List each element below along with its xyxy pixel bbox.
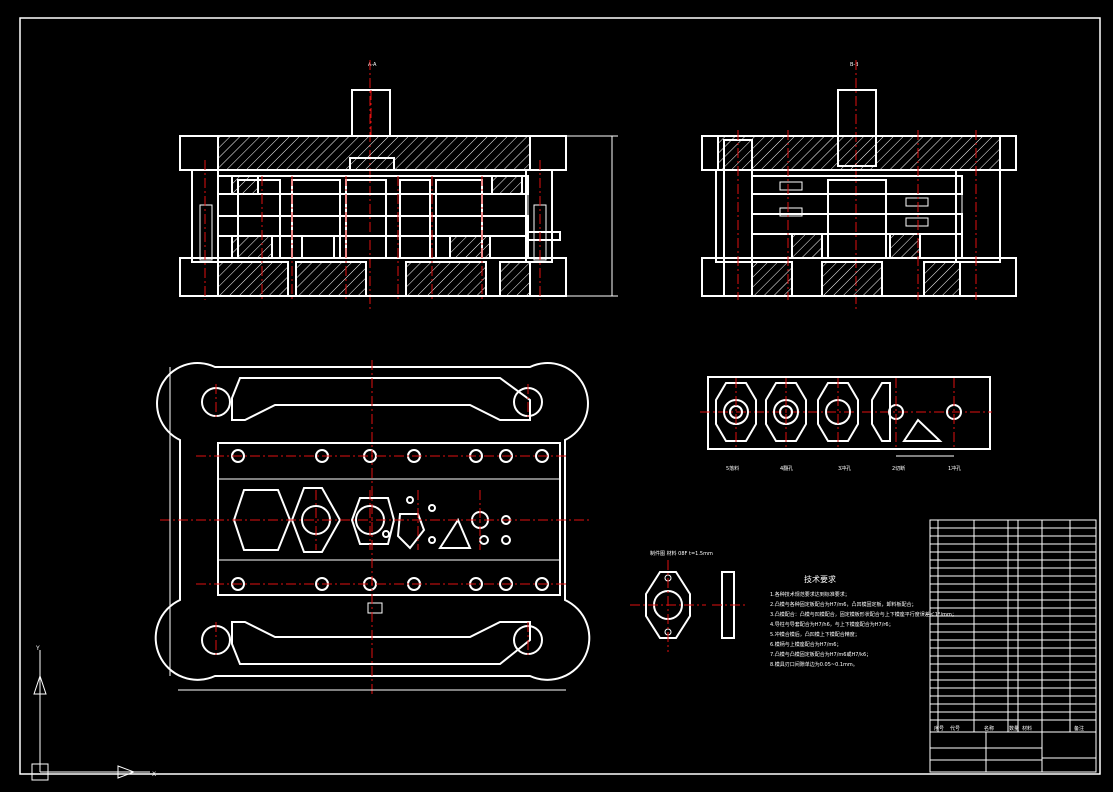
station-label: 1冲孔	[948, 465, 961, 472]
bom-col-header: 备注	[1074, 725, 1084, 732]
tech-title: 技术要求	[804, 574, 836, 584]
tech-line: 7.凸模与凸模固定板配合为H7/m6或H7/k6；	[770, 651, 871, 658]
front-section-view: A-A	[179, 60, 618, 310]
tech-line: 6.模柄与上模座配合为H7/m6；	[770, 641, 841, 648]
station-label: 4翻孔	[780, 465, 793, 472]
bom-col-header: 代号	[950, 725, 960, 732]
side-section-view: B-B	[701, 60, 1017, 310]
bom-col-header: 序号	[934, 725, 944, 732]
front-view-label: A-A	[368, 62, 377, 68]
strip-layout-view: 5落料 4翻孔 3冲孔 2切断 1冲孔	[700, 376, 992, 472]
bom-col-header: 材料	[1022, 725, 1032, 732]
part-caption: 制件图 材料 08F t=1.5mm	[650, 550, 713, 557]
tech-line: 3.凸模配合：凸模与凹模配合，固定模板形状配合与上下模座平行度误差＜1°/mm；	[770, 611, 957, 618]
ucs-y-label: Y	[35, 645, 40, 652]
tech-requirements: 技术要求 1.各种技术规范要求达到标准要求； 2.凸模与各种固定板配合为H7/m…	[770, 574, 957, 668]
part-drawing: 制件图 材料 08F t=1.5mm	[630, 550, 746, 652]
station-label: 2切断	[892, 465, 905, 472]
drawing-frame	[19, 17, 1101, 775]
tech-line: 2.凸模与各种固定板配合为H7/m6，凸凹模固定板，卸料板配合；	[770, 601, 916, 608]
bom-col-header: 数量	[1009, 725, 1019, 732]
tech-line: 4.导柱与导套配合为H7/h6，与上下模座配合为H7/r6；	[770, 621, 894, 628]
title-block: 序号 代号 名称 数量 材料 备注	[929, 519, 1097, 773]
station-label: 5落料	[726, 465, 739, 472]
tech-line: 8.模具刃口间隙单边为0.05~0.1mm。	[770, 661, 858, 668]
tech-line: 5.冲模合模后，凸凹模上下模配合精度；	[770, 631, 860, 638]
plan-view	[154, 360, 591, 696]
bom-col-header: 名称	[984, 725, 994, 732]
side-view-label: B-B	[850, 62, 859, 68]
ucs-icon: Y X	[31, 645, 156, 781]
tech-line: 1.各种技术规范要求达到标准要求；	[770, 591, 850, 598]
ucs-x-label: X	[152, 771, 156, 778]
station-label: 3冲孔	[838, 465, 851, 472]
